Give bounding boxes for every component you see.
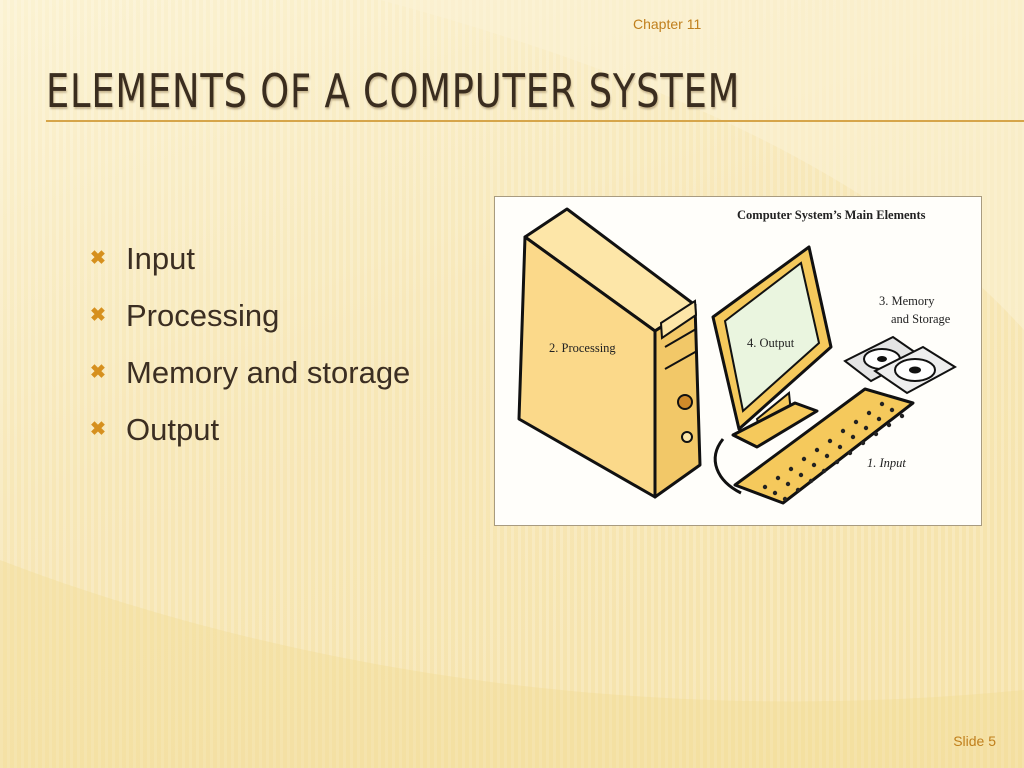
slide-title: ELEMENTS OF A COMPUTER SYSTEM (46, 64, 741, 118)
bullet-text: Memory and storage (126, 354, 411, 390)
bullet-item-input: ✖ Input (90, 230, 410, 287)
title-underline (46, 120, 1024, 122)
slide-number: Slide 5 (953, 733, 996, 749)
x-bullet-icon: ✖ (90, 248, 106, 269)
label-memory: 3. Memory (879, 294, 935, 308)
label-output: 4. Output (747, 336, 795, 350)
bullet-item-memory-storage: ✖ Memory and storage (90, 344, 410, 401)
chapter-label: Chapter 11 (633, 16, 702, 32)
bullet-item-processing: ✖ Processing (90, 287, 410, 344)
x-bullet-icon: ✖ (90, 305, 106, 326)
bullet-text: Output (126, 411, 220, 447)
bullet-item-output: ✖ Output (90, 401, 410, 458)
figure-title: Computer System’s Main Elements (737, 208, 926, 222)
keyboard-icon (733, 387, 915, 505)
tower-case-icon (517, 207, 702, 499)
discs-icon (843, 335, 957, 395)
bullet-text: Processing (126, 297, 280, 333)
x-bullet-icon: ✖ (90, 419, 106, 440)
label-storage: and Storage (891, 312, 951, 326)
label-processing: 2. Processing (549, 341, 616, 355)
computer-illustration (517, 207, 957, 505)
label-input: 1. Input (867, 456, 906, 470)
monitor-icon (711, 245, 833, 449)
computer-system-figure: Computer System’s Main Elements 2. Proce… (494, 196, 982, 526)
bullet-text: Input (126, 240, 195, 276)
bullet-list: ✖ Input ✖ Processing ✖ Memory and storag… (90, 230, 410, 458)
x-bullet-icon: ✖ (90, 362, 106, 383)
